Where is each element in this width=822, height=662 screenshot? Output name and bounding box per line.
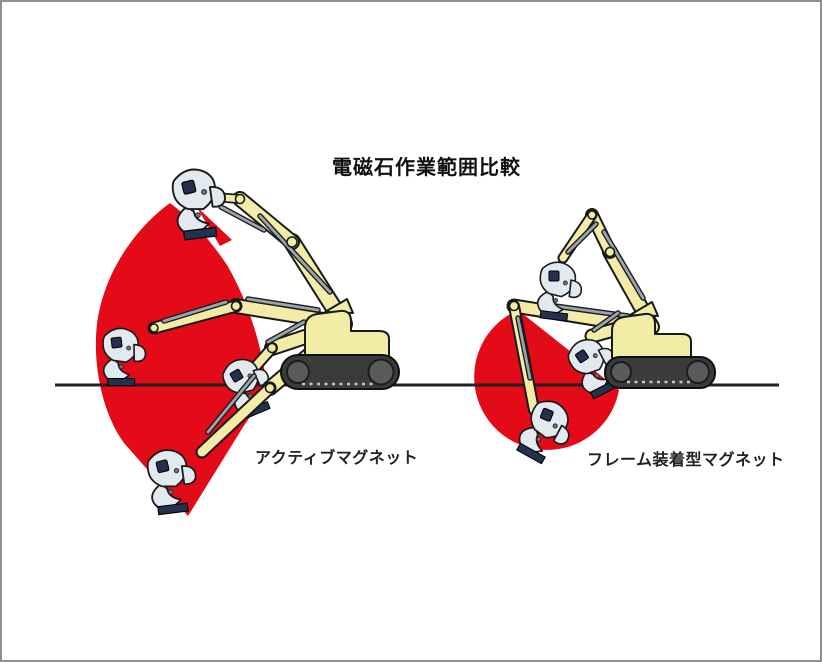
right-figure-caption: フレーム装着型マグネット [587,452,785,469]
left-figure-caption: アクティブマグネット [255,450,419,467]
left-excavator-body [304,309,390,359]
right-working-range-fan [474,310,619,450]
right-excavator [506,208,716,470]
left-excavator-track [280,354,400,390]
right-excavator-body [611,312,692,361]
left-excavator [93,160,400,523]
diagram-title: 電磁石作業範囲比較 [332,157,521,179]
right-excavator-track [604,356,716,389]
